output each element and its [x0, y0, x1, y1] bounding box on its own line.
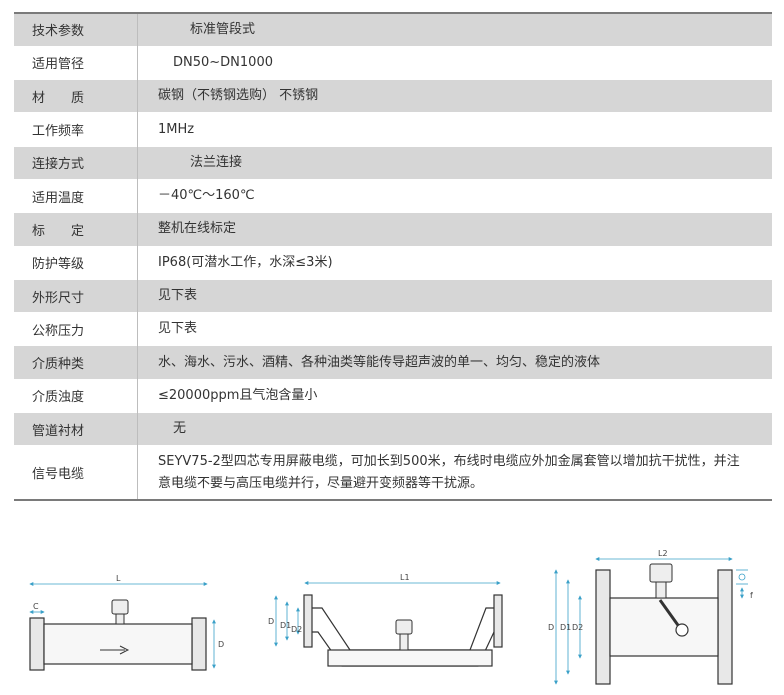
dim-label-L2: L2 [658, 549, 668, 558]
row-label: 管道衬材 [14, 412, 138, 446]
row-label: 介质种类 [14, 345, 138, 380]
flange-right [717, 569, 733, 685]
row-label: 介质浊度 [14, 378, 138, 413]
table-row: 材 质碳钢（不锈钢选购） 不锈钢 [14, 79, 772, 113]
transducer-box [395, 619, 413, 635]
dim-label-D1: D1 [560, 623, 571, 632]
diagram-flanged-pipe: L2 D D1 D2 f [548, 549, 753, 685]
row-label: 技术参数 [14, 12, 138, 47]
row-value: 水、海水、污水、酒精、各种油类等能传导超声波的单一、均匀、稳定的液体 [137, 345, 772, 380]
flange-left [29, 617, 45, 671]
pipe-body [43, 623, 193, 665]
diagram-straight-pipe: L C D [29, 574, 224, 671]
dimension-diagrams: L C D L1 D D1 D2 L2 [29, 549, 753, 685]
table-row: 适用温度－40℃～160℃ [14, 178, 772, 213]
svg-path [119, 645, 130, 655]
pipe-body [327, 649, 493, 667]
row-value: 无 [137, 412, 772, 446]
flange-left [595, 569, 611, 685]
row-label: 防护等级 [14, 245, 138, 280]
row-value: SEYV75-2型四芯专用屏蔽电缆，可加长到500米，布线时电缆应外加金属套管以… [137, 445, 772, 500]
flange-right [191, 617, 207, 671]
transducer-stem [655, 581, 667, 599]
row-value: 见下表 [137, 278, 772, 313]
table-row: 连接方式法兰连接 [14, 145, 772, 180]
bolt-hole-icon [738, 573, 746, 581]
row-value: 整机在线标定 [137, 212, 772, 247]
table-row: 介质种类水、海水、污水、酒精、各种油类等能传导超声波的单一、均匀、稳定的液体 [14, 345, 772, 380]
dim-label-D: D [268, 617, 274, 626]
row-value: 碳钢（不锈钢选购） 不锈钢 [137, 79, 772, 113]
dim-label-D1: D1 [280, 621, 291, 630]
table-row: 介质浊度≤20000ppm且气泡含量小 [14, 378, 772, 413]
row-value: 法兰连接 [137, 145, 772, 180]
dim-label-L: L [116, 574, 121, 583]
transducer-box [649, 563, 673, 583]
dim-label-C: C [33, 602, 39, 611]
transducer-stem [399, 633, 409, 651]
row-value: 1MHz [137, 112, 772, 147]
dim-label-L1: L1 [400, 573, 410, 582]
row-label: 外形尺寸 [14, 278, 138, 313]
transducer-rod [658, 599, 682, 629]
row-label: 信号电缆 [14, 445, 138, 500]
row-label: 工作频率 [14, 112, 138, 147]
row-label: 材 质 [14, 79, 138, 113]
table-row: 外形尺寸见下表 [14, 278, 772, 313]
row-label: 连接方式 [14, 145, 138, 180]
transducer-head [675, 623, 689, 637]
table-row: 技术参数标准管段式 [14, 12, 772, 47]
row-label: 适用温度 [14, 178, 138, 213]
dim-label-D: D [218, 640, 224, 649]
table-row: 管道衬材无 [14, 412, 772, 446]
flange-left [303, 594, 313, 648]
transducer-stem [115, 613, 125, 625]
dim-label-D2: D2 [291, 625, 302, 634]
row-label: 标 定 [14, 212, 138, 247]
row-value: IP68(可潜水工作，水深≤3米) [137, 245, 772, 280]
row-value: －40℃～160℃ [137, 178, 772, 213]
row-value: 标准管段式 [137, 12, 772, 47]
row-label: 公称压力 [14, 312, 138, 346]
dim-label-D2: D2 [572, 623, 583, 632]
flange-right [493, 594, 503, 648]
dim-label-D: D [548, 623, 554, 632]
row-label: 适用管径 [14, 45, 138, 80]
table-row: 标 定整机在线标定 [14, 212, 772, 247]
table-row: 公称压力见下表 [14, 312, 772, 346]
transducer-box [111, 599, 129, 615]
row-value: ≤20000ppm且气泡含量小 [137, 378, 772, 413]
row-value: 见下表 [137, 312, 772, 346]
dim-label-f: f [750, 591, 753, 600]
diagram-z-pipe: L1 D D1 D2 [268, 573, 503, 667]
row-value: DN50~DN1000 [137, 45, 772, 80]
